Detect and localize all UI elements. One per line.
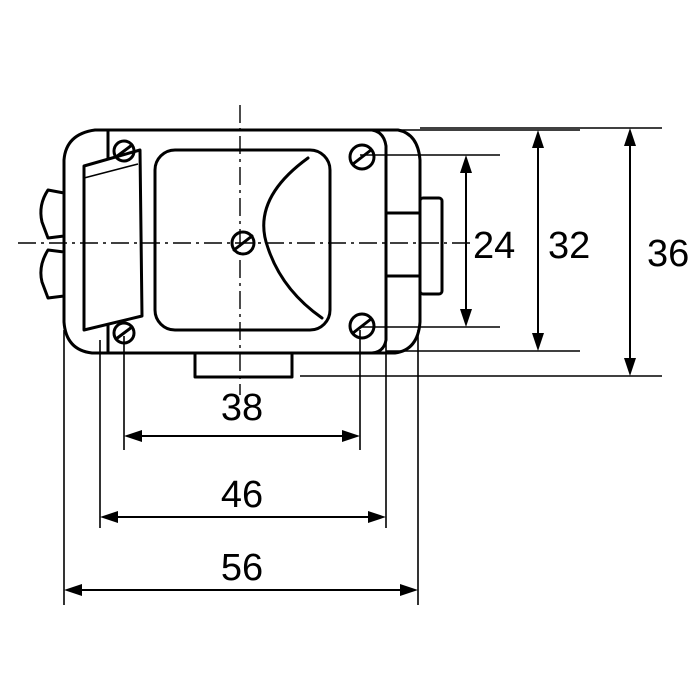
dimension-56-label: 56	[221, 547, 263, 589]
dimension-36-label: 36	[647, 233, 689, 275]
screw-bottom-right	[348, 312, 376, 340]
dimension-38: 38	[123, 330, 361, 450]
device-body	[39, 128, 444, 379]
dimension-46-label: 46	[221, 474, 263, 516]
gauge-scale-arc	[262, 156, 324, 320]
lever-ridge	[83, 163, 139, 179]
screw-top-right	[348, 143, 376, 171]
dimension-38-label: 38	[221, 387, 263, 429]
dimension-36: 36	[300, 127, 689, 377]
outer-housing	[62, 128, 422, 355]
dimension-24-label: 24	[473, 225, 515, 267]
screw-top-left	[112, 139, 136, 163]
dimension-46: 46	[99, 340, 387, 528]
dimension-56: 56	[63, 330, 419, 605]
right-knob	[418, 196, 444, 296]
dimension-32: 32	[386, 129, 590, 352]
dimension-32-label: 32	[548, 225, 590, 267]
left-lever	[82, 148, 144, 332]
gauge-window	[153, 148, 332, 332]
right-lug	[384, 211, 422, 278]
cable-cuff-upper	[39, 188, 66, 240]
bottom-tab	[193, 351, 294, 379]
dimension-24: 24	[360, 154, 515, 328]
cable-cuff-lower	[39, 248, 66, 300]
